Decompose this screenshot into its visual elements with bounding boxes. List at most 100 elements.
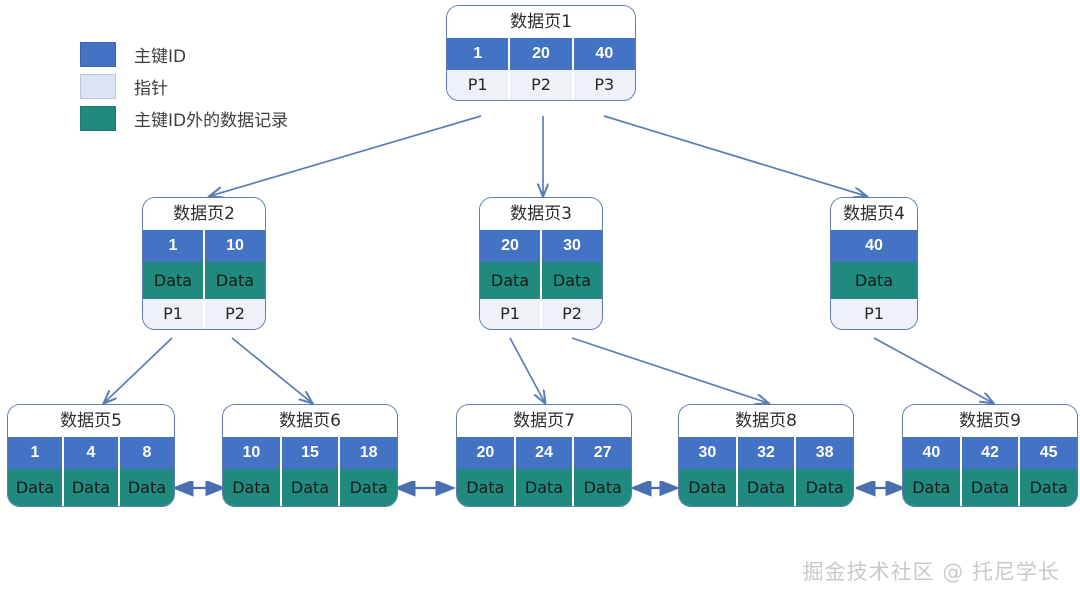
edge-page3-p1-to-page7	[509, 337, 545, 403]
node-page4[interactable]: 数据页4 40 Data P1	[830, 197, 918, 330]
node-page3[interactable]: 数据页3 20 30 Data Data P1 P2	[479, 197, 603, 330]
node-page7-data-0: Data	[457, 469, 516, 506]
node-page2[interactable]: 数据页2 1 10 Data Data P1 P2	[142, 197, 266, 330]
node-page5-data-0: Data	[8, 469, 64, 506]
node-page9-key-1: 42	[961, 437, 1021, 469]
node-page8[interactable]: 数据页8 30 32 38 Data Data Data	[678, 404, 854, 507]
legend-item-pointer: 指针	[80, 70, 288, 102]
node-page9-data-0: Data	[903, 469, 962, 506]
node-page1-key-0: 1	[447, 38, 511, 70]
node-page9-data-row: Data Data Data	[903, 469, 1077, 506]
edge-page4-p1-to-page9	[873, 337, 993, 403]
node-page9-key-2: 45	[1020, 437, 1077, 469]
node-page5-key-1: 4	[64, 437, 120, 469]
watermark-text: 掘金技术社区 @ 托尼学长	[802, 560, 1060, 584]
node-page4-title: 数据页4	[831, 198, 917, 230]
node-page2-key-row: 1 10	[143, 230, 265, 262]
node-page7-key-row: 20 24 27	[457, 437, 631, 469]
node-page8-key-0: 30	[679, 437, 738, 469]
node-page7-data-2: Data	[574, 469, 631, 506]
node-page9-title: 数据页9	[903, 405, 1077, 437]
node-page6-key-2: 18	[340, 437, 397, 469]
node-page5[interactable]: 数据页5 1 4 8 Data Data Data	[7, 404, 175, 507]
node-page5-data-1: Data	[64, 469, 120, 506]
node-page3-pointer-0[interactable]: P1	[480, 299, 542, 329]
edge-page2-p2-to-page6	[231, 337, 312, 403]
node-page8-data-1: Data	[737, 469, 797, 506]
node-page2-key-0: 1	[143, 230, 205, 262]
node-page6-key-row: 10 15 18	[223, 437, 397, 469]
node-page6-key-1: 15	[281, 437, 341, 469]
node-page3-key-0: 20	[480, 230, 542, 262]
node-page2-data-1: Data	[205, 262, 265, 299]
node-page9-key-row: 40 42 45	[903, 437, 1077, 469]
node-page6-data-1: Data	[281, 469, 341, 506]
legend-item-data-record: 主键ID外的数据记录	[80, 102, 288, 134]
node-page7-key-0: 20	[457, 437, 516, 469]
node-page4-pointer-0[interactable]: P1	[831, 299, 917, 329]
node-page3-title: 数据页3	[480, 198, 602, 230]
node-page3-pointer-row: P1 P2	[480, 299, 602, 329]
node-page7-data-row: Data Data Data	[457, 469, 631, 506]
node-page9-key-0: 40	[903, 437, 962, 469]
node-page1-pointer-0[interactable]: P1	[447, 70, 511, 100]
edge-page2-p1-to-page5	[104, 337, 173, 403]
edge-page3-p2-to-page8	[571, 337, 768, 403]
node-page5-data-row: Data Data Data	[8, 469, 174, 506]
node-page5-data-2: Data	[120, 469, 174, 506]
node-page6-data-2: Data	[340, 469, 397, 506]
node-page9-data-2: Data	[1020, 469, 1077, 506]
node-page2-title: 数据页2	[143, 198, 265, 230]
node-page7[interactable]: 数据页7 20 24 27 Data Data Data	[456, 404, 632, 507]
node-page7-key-1: 24	[515, 437, 575, 469]
node-page2-data-0: Data	[143, 262, 205, 299]
node-page9[interactable]: 数据页9 40 42 45 Data Data Data	[902, 404, 1078, 507]
node-page1-pointer-1[interactable]: P2	[510, 70, 574, 100]
node-page2-key-1: 10	[205, 230, 265, 262]
node-page6-data-row: Data Data Data	[223, 469, 397, 506]
node-page4-data-row: Data	[831, 262, 917, 299]
node-page8-key-row: 30 32 38	[679, 437, 853, 469]
node-page1-pointer-row: P1 P2 P3	[447, 70, 635, 100]
node-page5-key-0: 1	[8, 437, 64, 469]
node-page4-data-0: Data	[831, 262, 917, 299]
node-page3-key-row: 20 30	[480, 230, 602, 262]
node-page4-pointer-row: P1	[831, 299, 917, 329]
legend-label-data-record: 主键ID外的数据记录	[134, 110, 289, 131]
node-page2-pointer-1[interactable]: P2	[205, 299, 265, 329]
node-page2-data-row: Data Data	[143, 262, 265, 299]
key-color-swatch	[80, 41, 116, 67]
node-page8-key-2: 38	[796, 437, 853, 469]
node-page5-title: 数据页5	[8, 405, 174, 437]
node-page3-key-1: 30	[542, 230, 602, 262]
node-page6-data-0: Data	[223, 469, 282, 506]
node-page2-pointer-0[interactable]: P1	[143, 299, 205, 329]
node-page8-data-2: Data	[796, 469, 853, 506]
node-page2-pointer-row: P1 P2	[143, 299, 265, 329]
node-page3-pointer-1[interactable]: P2	[542, 299, 602, 329]
legend-item-primary-key: 主键ID	[80, 38, 288, 70]
node-page5-key-2: 8	[120, 437, 174, 469]
legend-label-primary-key: 主键ID	[134, 46, 187, 67]
data-color-swatch	[80, 105, 116, 131]
legend-label-pointer: 指针	[134, 78, 168, 99]
node-page3-data-row: Data Data	[480, 262, 602, 299]
node-page3-data-0: Data	[480, 262, 542, 299]
node-page8-data-0: Data	[679, 469, 738, 506]
node-page4-key-row: 40	[831, 230, 917, 262]
node-page7-title: 数据页7	[457, 405, 631, 437]
legend: 主键ID 指针 主键ID外的数据记录	[80, 38, 288, 134]
node-page1-key-1: 20	[510, 38, 574, 70]
node-page1-pointer-2[interactable]: P3	[573, 70, 635, 100]
node-page1-title: 数据页1	[447, 6, 635, 38]
node-page8-key-1: 32	[737, 437, 797, 469]
node-page7-data-1: Data	[515, 469, 575, 506]
edge-page1-p3-to-page4	[603, 115, 866, 196]
node-page1[interactable]: 数据页1 1 20 40 P1 P2 P3	[446, 5, 636, 101]
node-page4-key-0: 40	[831, 230, 917, 262]
node-page6[interactable]: 数据页6 10 15 18 Data Data Data	[222, 404, 398, 507]
node-page8-title: 数据页8	[679, 405, 853, 437]
node-page6-key-0: 10	[223, 437, 282, 469]
node-page6-title: 数据页6	[223, 405, 397, 437]
